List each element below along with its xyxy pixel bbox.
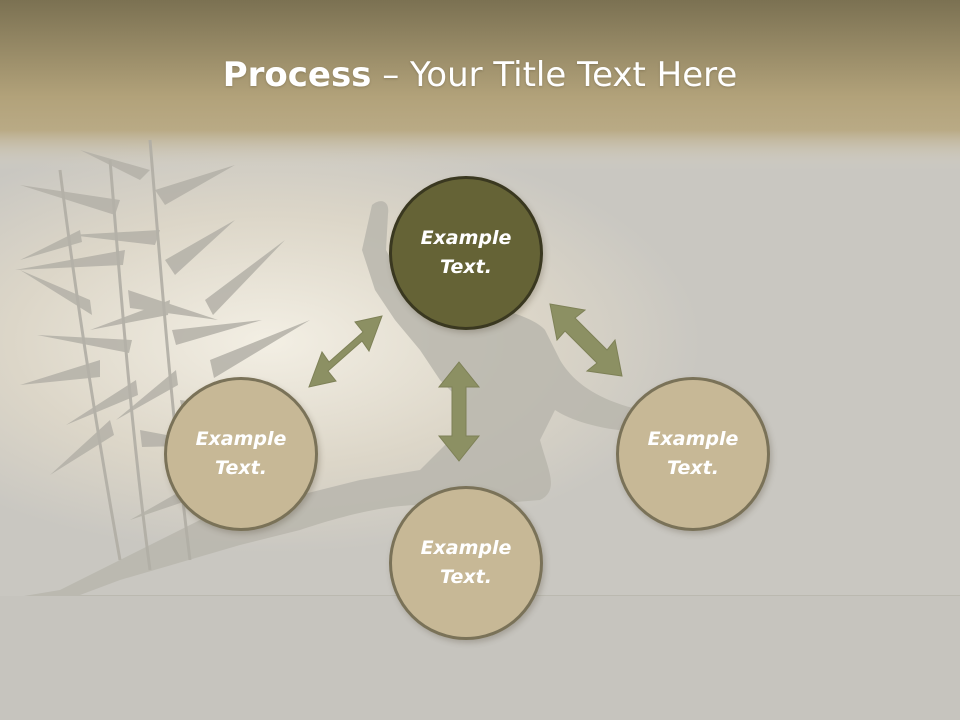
node-label-right: Example Text. bbox=[647, 428, 739, 479]
arrow-left-diagonal bbox=[308, 315, 383, 388]
node-label-center: Example Text. bbox=[420, 227, 512, 278]
process-node-left: Example Text. bbox=[164, 377, 318, 531]
process-node-center: Example Text. bbox=[389, 176, 543, 330]
process-node-bottom: Example Text. bbox=[389, 486, 543, 640]
process-node-right: Example Text. bbox=[616, 377, 770, 531]
slide-title: Process – Your Title Text Here bbox=[0, 52, 960, 98]
arrow-vertical bbox=[437, 361, 481, 462]
node-label-left: Example Text. bbox=[195, 428, 287, 479]
title-bold: Process bbox=[222, 55, 372, 95]
title-rest: – Your Title Text Here bbox=[371, 55, 738, 95]
node-label-bottom: Example Text. bbox=[420, 537, 512, 588]
figure-silhouette bbox=[0, 201, 960, 720]
arrow-right-diagonal bbox=[549, 303, 623, 377]
